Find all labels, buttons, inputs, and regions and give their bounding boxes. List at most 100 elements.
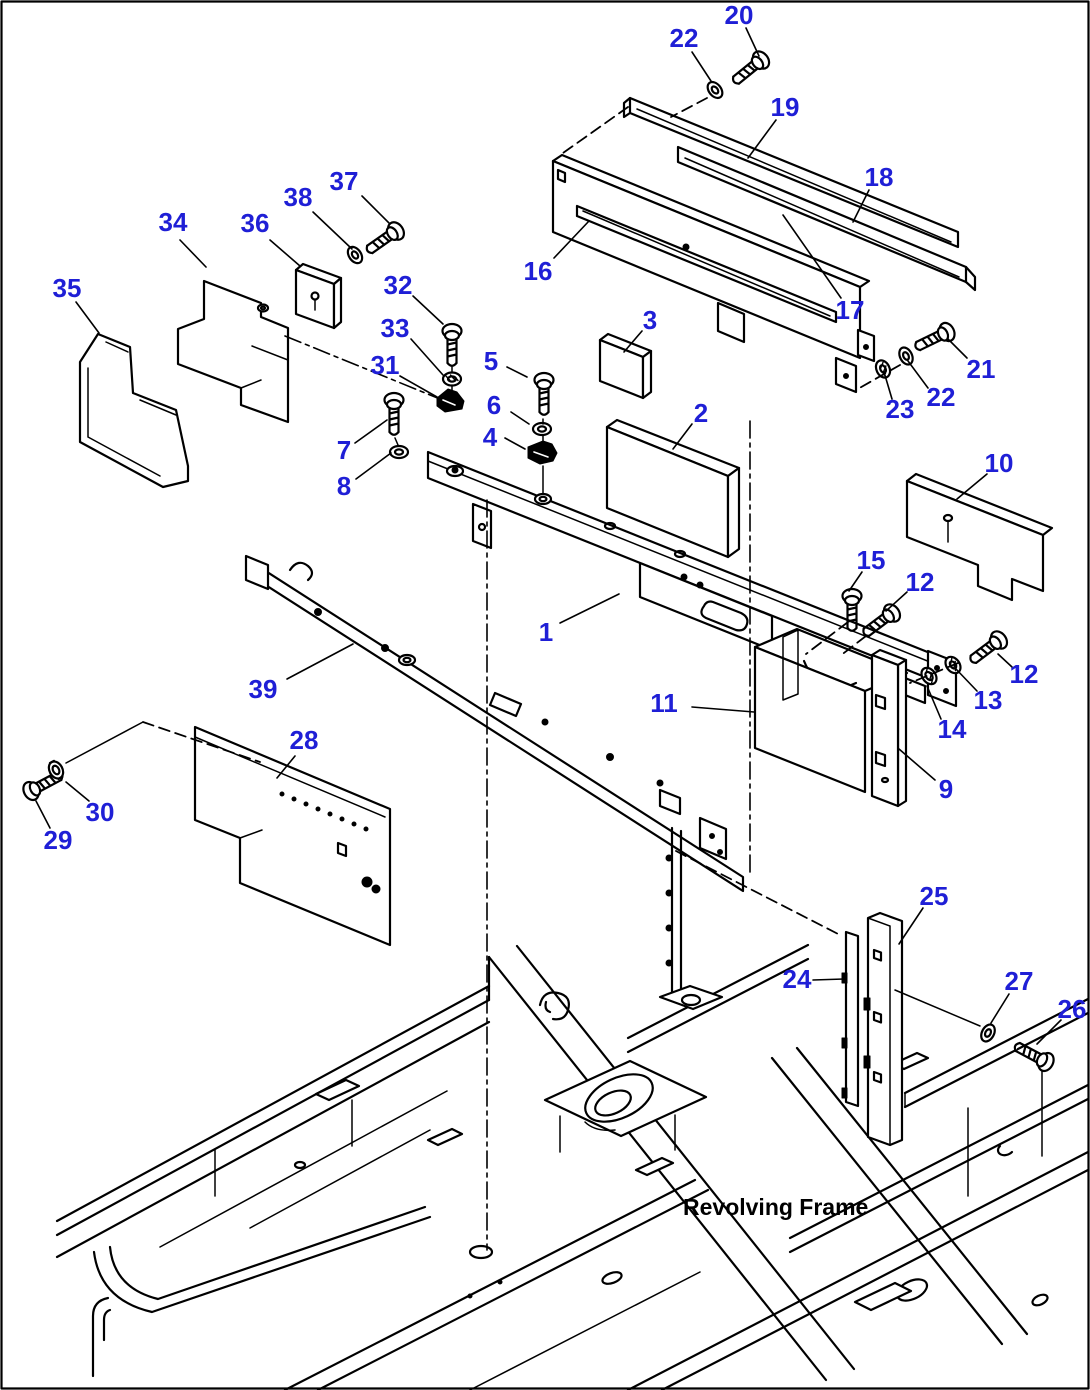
- callout-25: 25: [920, 881, 949, 911]
- callout-26: 26: [1058, 994, 1087, 1024]
- part-24-strip: [841, 930, 860, 1108]
- callout-12b: 12: [1010, 659, 1039, 689]
- callout-18: 18: [865, 162, 894, 192]
- leader-13: [955, 668, 978, 692]
- callout-37: 37: [330, 166, 359, 196]
- revolving-frame-label: Revolving Frame: [683, 1194, 868, 1220]
- callout-6: 6: [487, 390, 501, 420]
- part-3-plate: [598, 332, 653, 400]
- center-fasteners: [383, 322, 558, 496]
- leader-34: [179, 239, 207, 268]
- callout-32: 32: [384, 270, 413, 300]
- leader-31: [399, 375, 438, 398]
- callout-10: 10: [985, 448, 1014, 478]
- leader-24: [812, 978, 845, 981]
- leader-37: [361, 195, 391, 225]
- callout-33: 33: [381, 313, 410, 343]
- callout-35: 35: [53, 273, 82, 303]
- callout-39: 39: [249, 674, 278, 704]
- callout-15: 15: [857, 545, 886, 575]
- callout-4: 4: [483, 422, 498, 452]
- callout-8: 8: [337, 471, 351, 501]
- callout-23: 23: [886, 394, 915, 424]
- leader-19: [747, 119, 777, 159]
- part-35-plate: [78, 332, 190, 489]
- callout-9: 9: [939, 774, 953, 804]
- callout-12a: 12: [906, 567, 935, 597]
- leader-35: [75, 301, 100, 334]
- part-39-rail: [244, 554, 745, 893]
- leader-22b: [907, 360, 929, 389]
- part-19-rail: [562, 96, 960, 249]
- leader-27: [990, 993, 1010, 1024]
- leader-20: [745, 27, 760, 57]
- part-18-rail: [676, 145, 977, 292]
- leader-9: [898, 748, 936, 781]
- leader-23: [883, 371, 893, 400]
- fastener-37-38: [343, 218, 409, 267]
- callout-17: 17: [836, 295, 865, 325]
- leader-32: [412, 295, 444, 325]
- leader-12b: [997, 653, 1013, 668]
- right-fasteners: [805, 587, 1012, 689]
- part-34-plate: [176, 279, 290, 424]
- callout-31: 31: [371, 350, 400, 380]
- leader-21: [947, 338, 968, 359]
- callout-36: 36: [241, 208, 270, 238]
- callout-16: 16: [524, 256, 553, 286]
- callout-22b: 22: [927, 382, 956, 412]
- callout-19: 19: [771, 92, 800, 122]
- leader-39: [286, 643, 354, 680]
- part-10-plate: [905, 472, 1054, 602]
- centerlines: [468, 420, 843, 1260]
- callout-5: 5: [484, 346, 498, 376]
- callout-30: 30: [86, 797, 115, 827]
- callout-29: 29: [44, 825, 73, 855]
- part-9-strip: [870, 648, 908, 808]
- callout-11: 11: [650, 688, 678, 718]
- leader-33: [410, 338, 444, 376]
- leader-38: [312, 211, 353, 250]
- callout-1: 1: [539, 617, 553, 647]
- leader-4: [504, 437, 526, 450]
- leader-12a: [885, 591, 908, 612]
- leader-14: [926, 685, 942, 720]
- leader-1: [559, 593, 620, 624]
- callout-21: 21: [967, 354, 996, 384]
- callout-34: 34: [159, 207, 188, 237]
- leader-5: [506, 366, 528, 378]
- callout-24: 24: [783, 964, 812, 994]
- callout-20: 20: [725, 0, 754, 30]
- leader-7: [354, 419, 388, 444]
- assembly-centerline-left: [284, 335, 441, 400]
- leader-11: [691, 706, 755, 713]
- leader-6: [510, 411, 530, 425]
- revolving-frame-drawing: [55, 826, 1090, 1390]
- leader-36: [269, 239, 301, 267]
- callout-14: 14: [938, 714, 967, 744]
- leader-16: [553, 220, 590, 259]
- top-fasteners: [670, 47, 959, 394]
- callout-2: 2: [694, 398, 708, 428]
- leader-28: [276, 755, 296, 779]
- part-1-bar: [426, 450, 958, 708]
- leader-17: [782, 214, 842, 299]
- callout-13: 13: [974, 685, 1003, 715]
- callout-27: 27: [1005, 966, 1034, 996]
- leader-15: [848, 571, 863, 592]
- part-28-plate: [193, 725, 392, 947]
- leader-3: [623, 330, 643, 353]
- callout-3: 3: [643, 305, 657, 335]
- fastener-29-30: [19, 721, 261, 804]
- leader-22a: [691, 51, 712, 82]
- leader-26: [1036, 1019, 1062, 1045]
- leader-18: [852, 189, 870, 223]
- leader-25: [898, 907, 924, 945]
- leader-2: [672, 423, 693, 450]
- part-25-strip: [863, 911, 981, 1147]
- leader-8: [355, 452, 392, 480]
